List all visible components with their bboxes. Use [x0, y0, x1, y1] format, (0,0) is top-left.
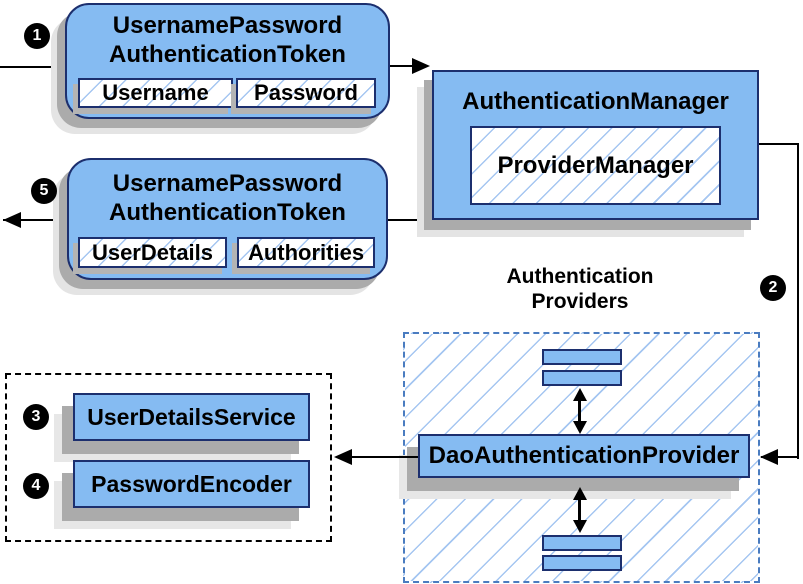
connector-request-in-line [0, 66, 68, 68]
step-badge-1: 1 [24, 23, 50, 49]
provider-placeholder-bar [542, 555, 622, 571]
providers-heading-line2: Providers [531, 290, 629, 313]
arrowhead-right-manager-icon [412, 58, 430, 74]
connector-manager-out-line [759, 143, 799, 145]
response-token-title-line1: UsernamePassword [112, 170, 343, 197]
node-dao-authentication-provider: DaoAuthenticationProvider [418, 434, 750, 478]
arrowhead-left-services-icon [334, 449, 352, 465]
step-badge-1-number: 1 [32, 27, 42, 44]
provider-placeholder-bar [542, 535, 622, 551]
provider-placeholder-bar [542, 370, 622, 386]
dao-authentication-provider-label: DaoAuthenticationProvider [428, 442, 740, 469]
step-badge-5-number: 5 [39, 182, 49, 199]
arrowhead-left-provider-icon [760, 449, 778, 465]
connector-into-provider-line [761, 456, 799, 458]
node-request-token: UsernamePassword AuthenticationToken Use… [65, 3, 390, 119]
connector-right-vertical-line [797, 143, 799, 459]
field-username-label: Username [102, 80, 209, 105]
request-token-title-line2: AuthenticationToken [109, 41, 346, 68]
step-badge-5: 5 [31, 178, 57, 204]
provider-manager-box: ProviderManager [470, 126, 721, 205]
double-arrow-icon [572, 487, 588, 533]
node-password-encoder: PasswordEncoder [73, 460, 310, 508]
arrowhead-left-response-icon [3, 212, 21, 228]
password-encoder-label: PasswordEncoder [91, 470, 292, 497]
field-username: Username [78, 78, 233, 108]
connector-token-to-manager-line [390, 65, 414, 67]
field-password-label: Password [254, 80, 358, 105]
field-authorities: Authorities [237, 237, 375, 268]
step-badge-3-number: 3 [31, 408, 41, 425]
response-token-title-line2: AuthenticationToken [109, 199, 346, 226]
node-user-details-service: UserDetailsService [73, 393, 310, 441]
field-userdetails: UserDetails [78, 237, 227, 268]
providers-group-frame: DaoAuthenticationProvider [403, 332, 760, 583]
services-group-frame: UserDetailsService PasswordEncoder [5, 373, 332, 542]
step-badge-4: 4 [23, 473, 49, 499]
step-badge-4-number: 4 [31, 477, 41, 494]
provider-manager-label: ProviderManager [497, 151, 694, 179]
user-details-service-label: UserDetailsService [87, 403, 296, 430]
step-badge-2: 2 [760, 275, 786, 301]
field-userdetails-label: UserDetails [91, 239, 214, 265]
node-authentication-manager: AuthenticationManager ProviderManager [432, 70, 759, 220]
double-arrow-icon [572, 388, 588, 434]
authentication-manager-title: AuthenticationManager [462, 88, 729, 115]
field-password: Password [236, 78, 376, 108]
node-response-token: UsernamePassword AuthenticationToken Use… [67, 158, 388, 280]
step-badge-2-number: 2 [768, 279, 778, 296]
provider-placeholder-bar [542, 349, 622, 365]
providers-heading-line1: Authentication [506, 265, 654, 288]
connector-provider-to-services-line [352, 456, 418, 458]
step-badge-3: 3 [23, 404, 49, 430]
field-authorities-label: Authorities [247, 239, 365, 265]
request-token-title-line1: UsernamePassword [112, 12, 343, 39]
